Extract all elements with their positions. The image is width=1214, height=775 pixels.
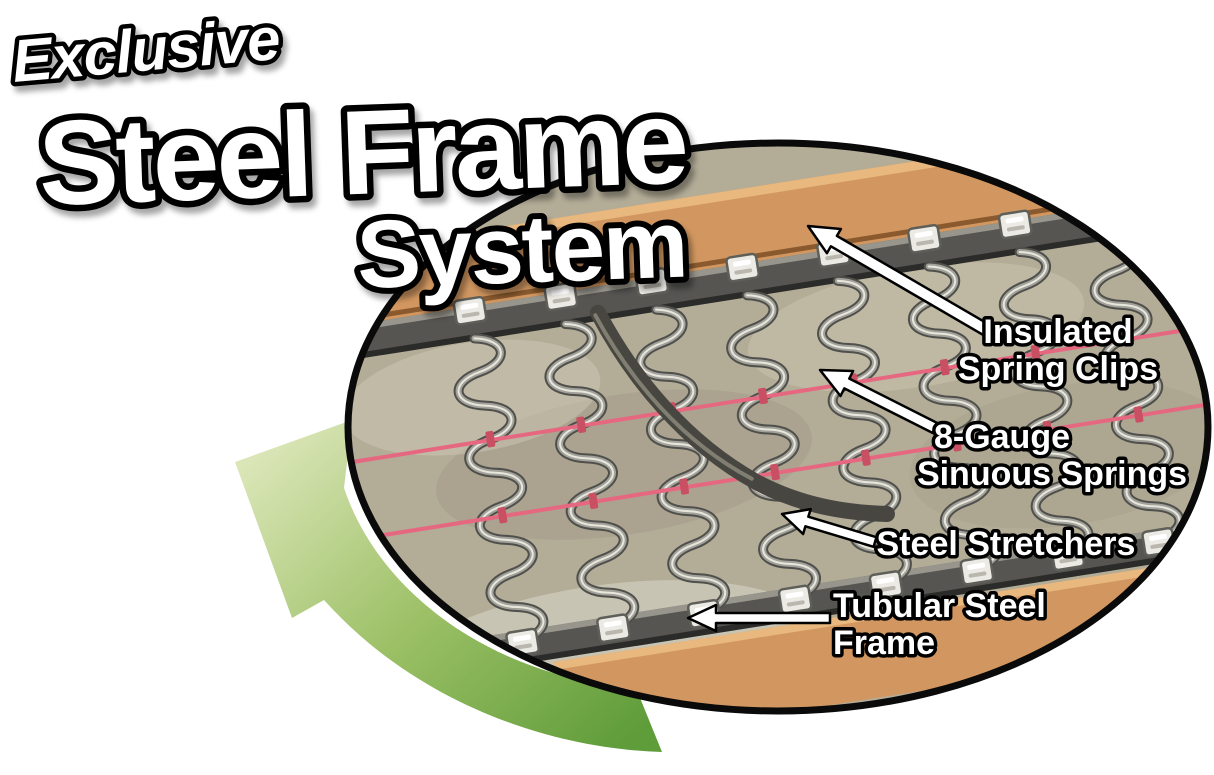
insulated-spring-clip	[997, 208, 1034, 240]
title-sub: System	[355, 191, 688, 309]
callout-arrow-steel-stretchers	[780, 507, 878, 549]
callout-arrow-sinuous-springs	[818, 368, 939, 435]
steel-stretcher-highlight	[593, 313, 754, 481]
floor-blotch	[348, 339, 601, 456]
title-main: Steel Frame	[36, 74, 688, 231]
wire-tie	[1133, 406, 1144, 423]
top-rail-shadow	[348, 204, 1208, 377]
insulated-spring-clip	[1088, 194, 1125, 226]
wire-tie	[1121, 330, 1132, 347]
title-group: Exclusive Steel Frame System	[5, 0, 695, 315]
wire-tie	[1030, 344, 1041, 362]
wire-tie	[770, 463, 780, 481]
insulated-spring-clip	[595, 612, 632, 644]
wire-tie	[860, 449, 871, 466]
wire-tie	[679, 478, 690, 495]
retention-wire	[348, 384, 1208, 555]
wire-tie	[588, 492, 599, 510]
wire-tie	[485, 430, 496, 448]
oval-border	[344, 139, 1212, 715]
insulated-spring-clip	[724, 252, 761, 284]
label-spring-clips: Spring Clips	[958, 350, 1158, 388]
retention-wire	[348, 308, 1208, 479]
callout-arrow-spring-clips	[806, 224, 995, 339]
wire-tie	[951, 434, 962, 452]
title-kicker: Exclusive	[9, 5, 282, 95]
label-frame: Frame	[833, 624, 935, 662]
wire-tie	[576, 416, 587, 433]
wire-tie	[497, 506, 508, 524]
green-swoosh-arrow	[235, 420, 662, 752]
label-sinuous-springs: Sinuous Springs	[917, 455, 1187, 493]
wire-tie	[758, 387, 768, 405]
wire-tie	[939, 358, 950, 376]
label-insulated: Insulated	[983, 313, 1132, 351]
insulated-spring-clip	[906, 223, 943, 255]
label-8-gauge: 8-Gauge	[934, 418, 1070, 456]
callout-arrow-tubular-frame	[686, 603, 832, 633]
insulated-spring-clip	[777, 583, 814, 615]
label-steel-stretchers: Steel Stretchers	[877, 525, 1136, 563]
label-tubular-steel: Tubular Steel	[833, 587, 1046, 625]
wire-tie	[1042, 420, 1053, 438]
